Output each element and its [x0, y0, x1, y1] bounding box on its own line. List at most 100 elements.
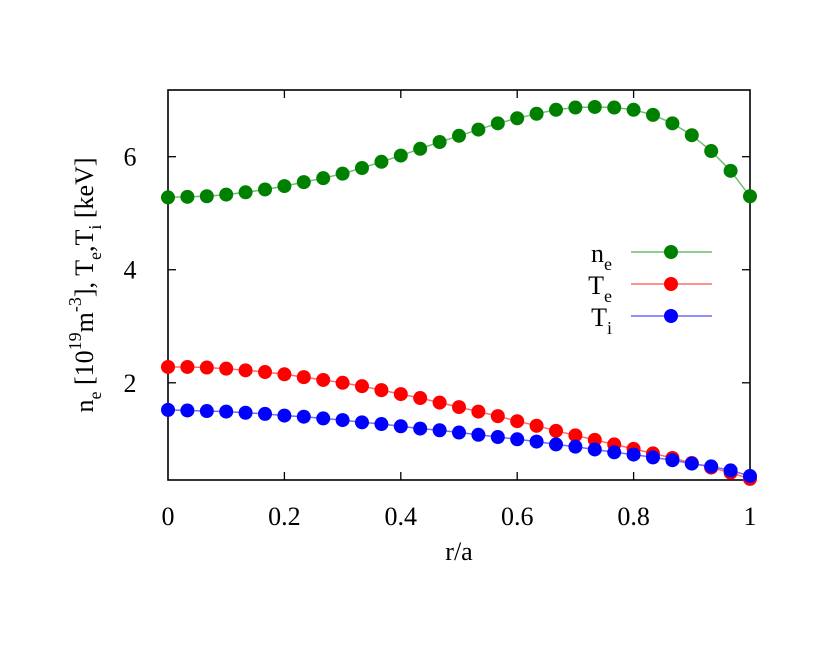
legend-marker — [664, 245, 678, 259]
data-point — [296, 370, 311, 385]
data-point — [277, 367, 292, 382]
data-point — [665, 116, 680, 131]
data-point — [354, 379, 369, 394]
data-point — [199, 360, 214, 375]
x-tick-label: 1 — [744, 502, 757, 531]
series-layer — [161, 99, 757, 486]
svg-text:ne [1019m-3], Te,Ti [keV]: ne [1019m-3], Te,Ti [keV] — [65, 157, 105, 412]
data-point — [568, 439, 583, 454]
data-point — [296, 409, 311, 424]
data-point — [393, 419, 408, 434]
data-point — [258, 182, 273, 197]
data-point — [354, 161, 369, 175]
series-n-e — [161, 99, 757, 205]
y-tick-label: 4 — [124, 256, 137, 285]
data-point — [704, 459, 719, 474]
data-point — [180, 403, 195, 418]
data-point — [510, 111, 525, 126]
data-point — [335, 375, 350, 390]
data-point — [743, 189, 757, 204]
y-tick-label: 6 — [124, 143, 137, 172]
x-axis-title: r/a — [445, 537, 473, 566]
data-point — [199, 189, 214, 204]
data-point — [607, 445, 622, 460]
data-point — [161, 402, 175, 417]
data-point — [665, 453, 680, 468]
data-point — [238, 363, 253, 378]
data-point — [452, 400, 466, 415]
data-point — [296, 175, 311, 190]
data-point — [335, 166, 350, 181]
legend-item-t-i: Ti — [591, 303, 712, 338]
data-point — [374, 154, 389, 169]
data-point — [452, 425, 466, 440]
data-point — [161, 190, 175, 205]
data-point — [510, 432, 525, 447]
data-point — [529, 434, 544, 449]
data-point — [238, 185, 253, 200]
data-point — [238, 405, 253, 420]
data-point — [490, 409, 505, 424]
svg-text:Te: Te — [588, 271, 612, 306]
data-point — [161, 359, 175, 374]
data-point — [393, 148, 408, 163]
x-tick-label: 0.8 — [617, 502, 650, 531]
data-point — [452, 128, 466, 143]
data-point — [432, 135, 447, 149]
data-point — [704, 144, 719, 159]
data-point — [219, 187, 234, 202]
data-point — [568, 428, 583, 443]
data-point — [354, 415, 369, 430]
data-point — [723, 163, 738, 178]
data-point — [180, 359, 195, 374]
legend-item-t-e: Te — [588, 271, 712, 306]
series-t-e — [161, 359, 757, 486]
data-point — [199, 404, 214, 419]
data-point — [471, 427, 486, 442]
data-point — [316, 372, 331, 387]
data-point — [587, 99, 602, 114]
data-point — [413, 391, 428, 406]
data-point — [219, 404, 234, 419]
data-point — [510, 414, 525, 429]
data-point — [529, 418, 544, 433]
y-tick-label: 2 — [124, 369, 137, 398]
data-point — [413, 421, 428, 436]
x-tick-label: 0.6 — [501, 502, 534, 531]
data-point — [723, 463, 738, 478]
y-axis-title: ne [1019m-3], Te,Ti [keV] — [65, 157, 105, 412]
data-point — [374, 383, 389, 398]
data-point — [258, 365, 273, 380]
data-point — [549, 437, 564, 452]
data-point — [432, 395, 447, 410]
data-point — [645, 107, 660, 122]
legend-marker — [664, 277, 678, 291]
data-point — [626, 447, 641, 462]
data-point — [587, 432, 602, 447]
data-point — [684, 128, 699, 143]
data-point — [393, 387, 408, 402]
data-point — [568, 100, 583, 115]
data-point — [645, 450, 660, 465]
data-point — [471, 404, 486, 419]
data-point — [607, 100, 622, 115]
legend-marker — [664, 309, 678, 323]
svg-text:Ti: Ti — [591, 303, 612, 338]
data-point — [471, 122, 486, 137]
data-point — [316, 411, 331, 426]
data-point — [316, 171, 331, 186]
data-point — [743, 469, 757, 484]
data-point — [490, 116, 505, 131]
data-point — [374, 417, 389, 432]
data-point — [626, 102, 641, 117]
data-point — [258, 406, 273, 421]
x-tick-label: 0.2 — [268, 502, 301, 531]
legend-item-n-e: ne — [591, 239, 712, 274]
plot-border — [167, 89, 751, 481]
data-point — [529, 106, 544, 121]
data-point — [413, 141, 428, 156]
x-tick-label: 0 — [162, 502, 175, 531]
